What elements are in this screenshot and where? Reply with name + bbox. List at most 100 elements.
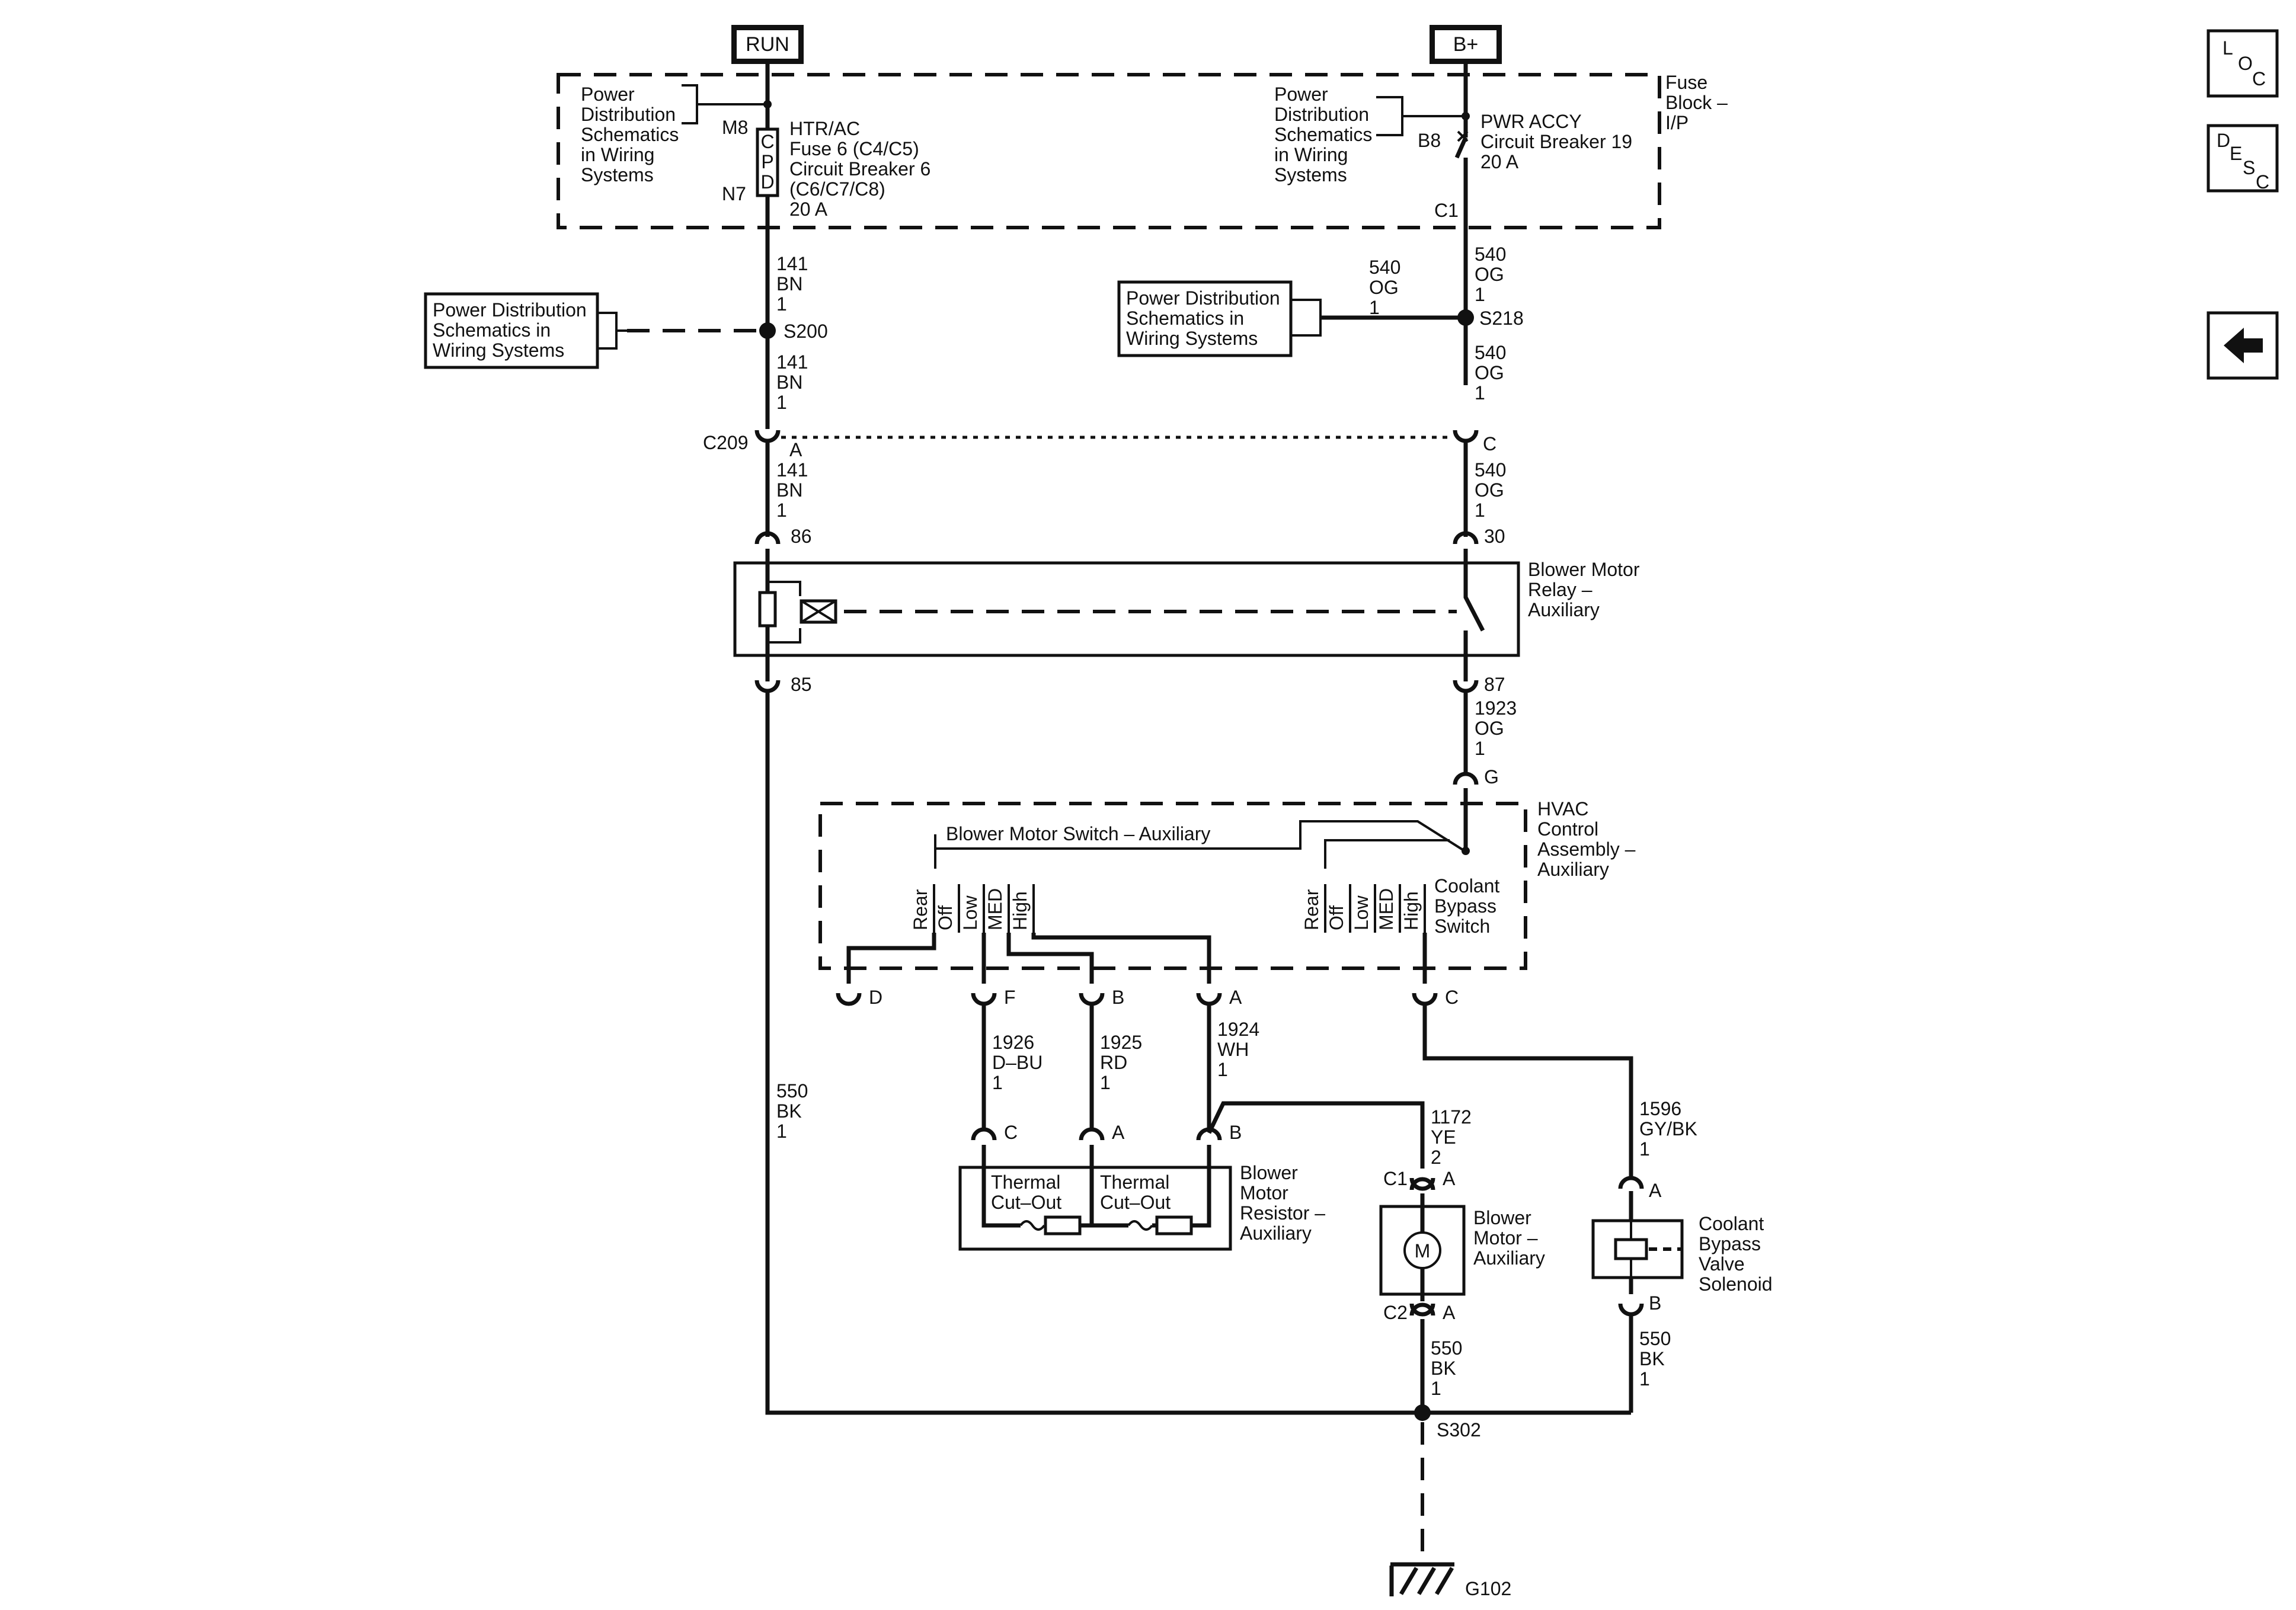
hvac-pin-a — [1196, 993, 1222, 1006]
thermal-cutout-1-label: Thermal Cut–Out — [991, 1172, 1061, 1213]
svg-text:C: C — [1445, 987, 1459, 1008]
svg-text:Motor –: Motor – — [1473, 1227, 1538, 1249]
svg-text:Bypass: Bypass — [1699, 1233, 1761, 1254]
relay-box — [733, 561, 1520, 657]
bplus-label: B+ — [1453, 33, 1479, 56]
svg-text:1172: 1172 — [1431, 1106, 1472, 1128]
breaker-x-icon — [1457, 130, 1469, 142]
svg-text:86: 86 — [791, 526, 812, 547]
wire-540-branch-label: 540 OG 1 — [1369, 257, 1400, 318]
desc-button[interactable]: D E S C — [2207, 124, 2279, 193]
svg-text:Schematics in: Schematics in — [1126, 308, 1244, 329]
wire-550-label-solenoid: 550 BK 1 — [1639, 1328, 1671, 1390]
pin-b8: B8 — [1418, 130, 1441, 151]
svg-text:A: A — [1649, 1180, 1662, 1201]
svg-text:BN: BN — [776, 479, 802, 501]
svg-text:OG: OG — [1475, 362, 1504, 383]
wire-1923-label: 1923 OG 1 — [1475, 697, 1517, 759]
wire-1924-label: 1924 WH 1 — [1217, 1019, 1259, 1080]
run-label: RUN — [746, 33, 789, 56]
svg-text:Resistor –: Resistor – — [1240, 1202, 1325, 1224]
svg-text:540: 540 — [1475, 244, 1506, 265]
svg-text:Distribution: Distribution — [1274, 104, 1369, 125]
svg-text:BK: BK — [776, 1100, 802, 1122]
motor-symbol: M — [1415, 1240, 1431, 1262]
fuse-block-label: Fuse Block – I/P — [1665, 72, 1728, 133]
svg-text:87: 87 — [1484, 674, 1505, 695]
svg-text:GY/BK: GY/BK — [1639, 1118, 1697, 1140]
svg-text:YE: YE — [1431, 1126, 1456, 1148]
svg-text:BN: BN — [776, 372, 802, 393]
svg-text:Switch: Switch — [1434, 916, 1490, 937]
splice-s200 — [759, 322, 776, 339]
relay-pin-85 — [754, 680, 781, 693]
svg-text:550: 550 — [1639, 1328, 1671, 1349]
switch-positions: Rear Off Low MED High — [910, 888, 1031, 930]
svg-text:Cut–Out: Cut–Out — [991, 1192, 1061, 1213]
svg-text:Auxiliary: Auxiliary — [1537, 859, 1609, 880]
svg-text:85: 85 — [791, 674, 812, 695]
fuse-block-outline — [557, 73, 1661, 229]
wire-1172-label: 1172 YE 2 — [1431, 1106, 1472, 1168]
ground-label: G102 — [1465, 1578, 1511, 1599]
svg-text:Power: Power — [581, 84, 635, 105]
coolant-switch-positions: Rear Off Low MED High — [1301, 888, 1422, 930]
svg-text:D: D — [760, 171, 774, 193]
desc-letter-2: E — [2230, 143, 2242, 164]
svg-text:HVAC: HVAC — [1537, 798, 1589, 820]
wire-540-label-3: 540 OG 1 — [1475, 459, 1506, 521]
svg-text:1: 1 — [1217, 1059, 1228, 1080]
svg-text:141: 141 — [776, 253, 808, 274]
back-button[interactable] — [2207, 311, 2279, 380]
svg-text:Block –: Block – — [1665, 92, 1728, 113]
svg-text:C: C — [1004, 1122, 1018, 1143]
hvac-pin-c — [1412, 993, 1438, 1006]
svg-text:RD: RD — [1100, 1052, 1127, 1073]
svg-text:Coolant: Coolant — [1434, 875, 1499, 897]
cpd-letters: C P D — [760, 131, 774, 193]
relay-pin-86 — [754, 531, 781, 545]
arrow-left-icon — [2224, 328, 2263, 363]
relay-label: Blower Motor Relay – Auxiliary — [1528, 559, 1640, 620]
svg-text:1: 1 — [1639, 1368, 1650, 1390]
wire-540-label-2: 540 OG 1 — [1475, 342, 1506, 404]
desc-letter-3: S — [2243, 157, 2255, 178]
svg-text:I/P: I/P — [1665, 112, 1689, 133]
hvac-pin-f — [971, 993, 997, 1006]
svg-text:Rear: Rear — [1301, 889, 1322, 930]
splice-s302 — [1414, 1404, 1431, 1421]
svg-text:WH: WH — [1217, 1039, 1249, 1060]
svg-text:Wiring Systems: Wiring Systems — [433, 340, 564, 361]
wire-550-label-left: 550 BK 1 — [776, 1080, 808, 1142]
motor-pin-c1-bot — [1409, 1177, 1435, 1190]
svg-text:1924: 1924 — [1217, 1019, 1259, 1040]
wire-141-label-2: 141 BN 1 — [776, 351, 808, 413]
svg-text:Auxiliary: Auxiliary — [1240, 1222, 1312, 1244]
svg-text:Off: Off — [935, 905, 956, 930]
pin-m8: M8 — [722, 117, 748, 138]
svg-text:Low: Low — [960, 895, 981, 930]
wire-141-label-1: 141 BN 1 — [776, 253, 808, 315]
s218-ref-text: Power Distribution Schematics in Wiring … — [1126, 287, 1280, 349]
loc-button[interactable]: L O C — [2207, 29, 2279, 98]
splice-s218 — [1457, 309, 1474, 326]
svg-text:Blower: Blower — [1240, 1162, 1298, 1183]
svg-text:30: 30 — [1484, 526, 1505, 547]
svg-text:1: 1 — [992, 1072, 1003, 1093]
svg-text:1: 1 — [1475, 284, 1485, 305]
svg-text:1: 1 — [1475, 500, 1485, 521]
fuse-right-ref: Power Distribution Schematics in Wiring … — [1274, 84, 1372, 185]
svg-text:A: A — [1112, 1122, 1125, 1143]
wire-1596-label: 1596 GY/BK 1 — [1639, 1098, 1697, 1160]
ground-icon — [1389, 1562, 1454, 1596]
svg-text:Relay –: Relay – — [1528, 579, 1593, 600]
svg-text:Power: Power — [1274, 84, 1328, 105]
svg-text:Circuit Breaker 19: Circuit Breaker 19 — [1480, 131, 1632, 152]
svg-text:1: 1 — [1100, 1072, 1111, 1093]
coolant-switch-label: Coolant Bypass Switch — [1434, 875, 1499, 937]
svg-text:1: 1 — [776, 293, 787, 315]
thermal-cutout-2-icon — [1127, 1220, 1153, 1231]
svg-text:141: 141 — [776, 351, 808, 373]
svg-text:1: 1 — [1431, 1378, 1441, 1399]
